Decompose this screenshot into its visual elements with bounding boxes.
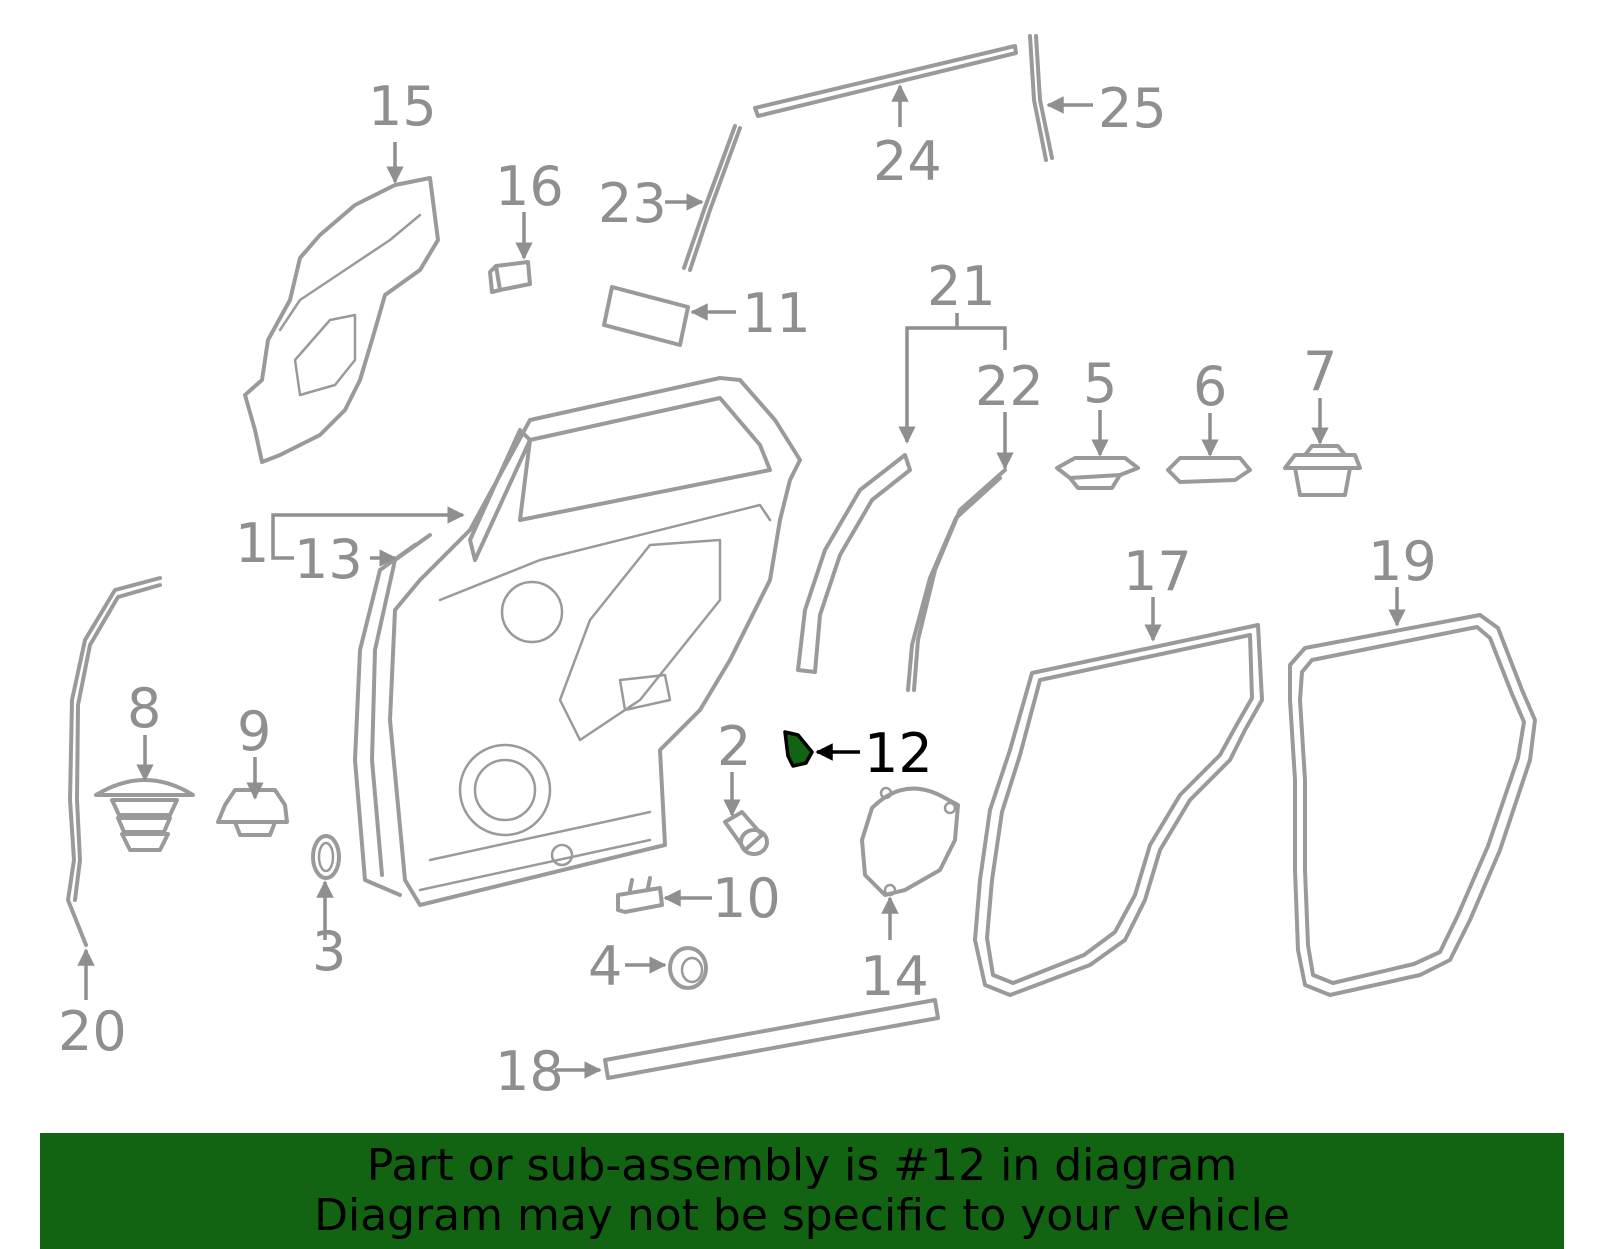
callout-17: 17: [1123, 540, 1192, 603]
callout-23: 23: [598, 172, 667, 235]
callout-2: 2: [717, 715, 751, 778]
part-23-shape: [682, 124, 742, 272]
part-9-shape: [216, 788, 289, 837]
banner-line-part-number: Part or sub-assembly is #12 in diagram: [366, 1140, 1238, 1191]
callout-18: 18: [495, 1040, 564, 1103]
callout-25: 25: [1098, 77, 1167, 140]
callout-5: 5: [1083, 352, 1117, 415]
part-25-shape: [1028, 34, 1054, 162]
callout-6: 6: [1193, 355, 1227, 418]
part-5-shape: [1055, 456, 1140, 490]
part-14-shape: [860, 786, 960, 897]
part-1-door-shell: [388, 376, 802, 907]
callout-15: 15: [368, 75, 437, 138]
part-16-shape: [488, 260, 532, 294]
part-10-shape: [616, 876, 664, 914]
part-11-shape: [602, 285, 690, 347]
callout-11: 11: [742, 282, 811, 345]
callout-1: 1: [235, 512, 269, 575]
callout-19: 19: [1368, 530, 1437, 593]
part-8-shape: [94, 778, 195, 852]
part-19-shape: [1288, 613, 1537, 997]
part-12-shape: [783, 730, 814, 768]
part-24-shape: [753, 44, 1018, 118]
callout-4: 4: [588, 935, 622, 998]
parts-diagram: 1 2 3 4 5 6 7 8 9 10 11 12 13 14 15 16 1…: [58, 34, 1537, 1103]
part-4-shape: [668, 946, 708, 990]
callout-9: 9: [237, 700, 271, 763]
leader-lines: [77, 84, 1406, 1079]
part-13-outer-panel: [353, 533, 432, 897]
part-7-shape: [1283, 444, 1362, 497]
callout-3: 3: [312, 920, 346, 983]
part-2-shape: [723, 810, 769, 856]
part-15-shape: [243, 176, 440, 464]
part-18-shape: [603, 998, 940, 1080]
callout-7: 7: [1303, 340, 1337, 403]
info-banner: Part or sub-assembly is #12 in diagram D…: [40, 1133, 1564, 1249]
callout-16: 16: [495, 155, 564, 218]
callout-24: 24: [873, 130, 942, 193]
callout-13: 13: [294, 528, 363, 591]
banner-line-disclaimer: Diagram may not be specific to your vehi…: [314, 1190, 1290, 1241]
callout-20: 20: [58, 1000, 127, 1063]
part-21-shape: [796, 453, 912, 674]
callout-14: 14: [860, 945, 929, 1008]
part-22-shape: [906, 468, 1007, 692]
callout-8: 8: [127, 677, 161, 740]
part-6-shape: [1166, 456, 1252, 484]
part-17-shape: [973, 623, 1264, 997]
part-20-shape: [66, 576, 162, 947]
callout-21: 21: [927, 255, 996, 318]
callout-10: 10: [712, 867, 781, 930]
callout-22: 22: [975, 355, 1044, 418]
callout-12-highlighted: 12: [864, 722, 933, 785]
part-3-shape: [311, 834, 341, 880]
